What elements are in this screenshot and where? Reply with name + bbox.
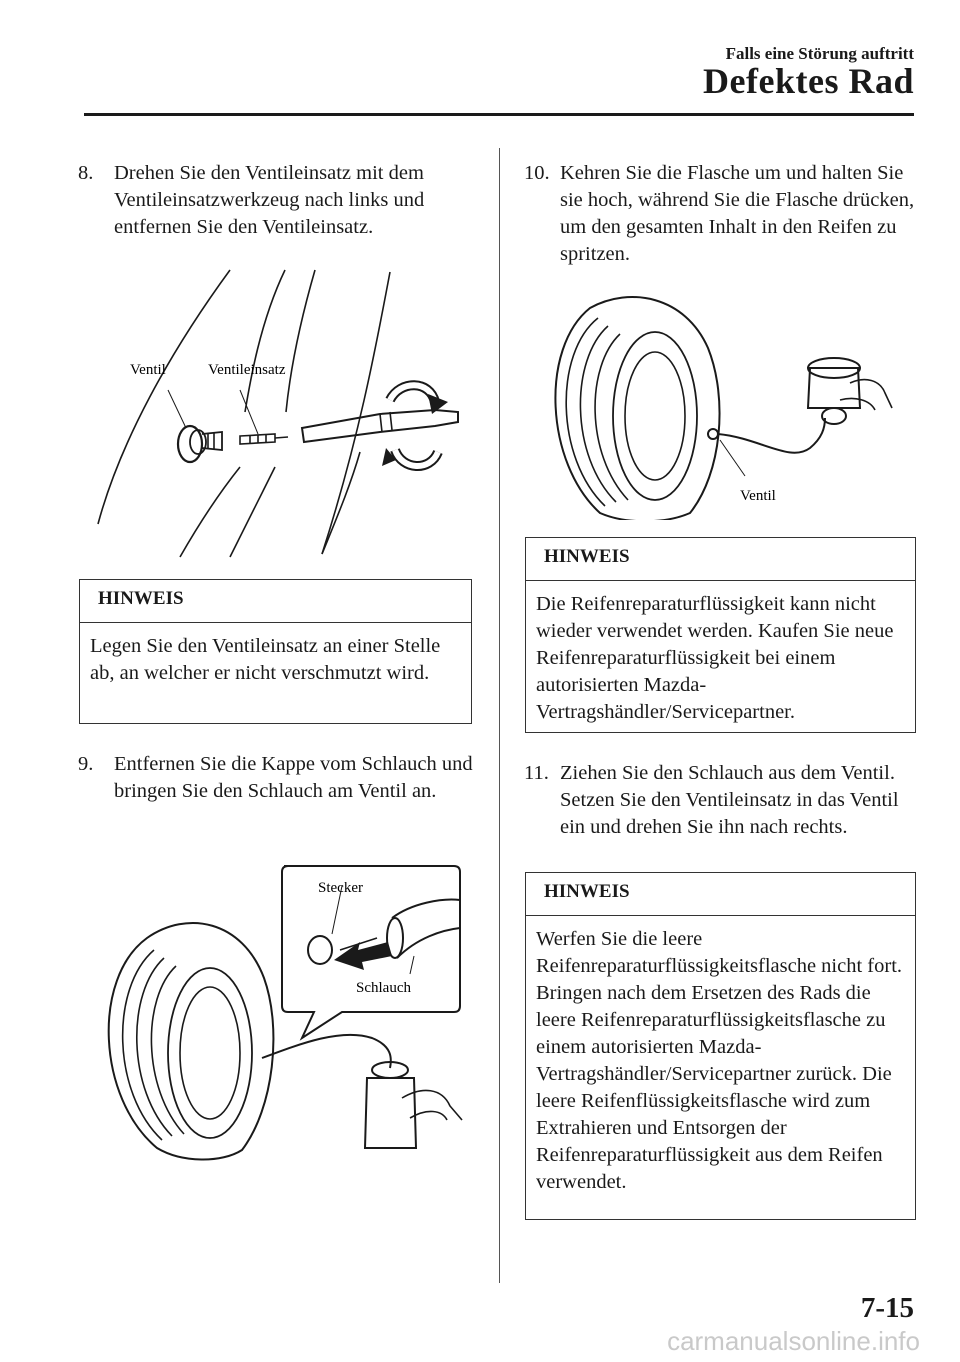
step-number: 8. bbox=[78, 162, 94, 184]
note-text: Werfen Sie die leere Reifenreparaturflüs… bbox=[536, 928, 903, 1193]
note-heading: HINWEIS bbox=[526, 538, 915, 581]
note-text: Die Reifenreparaturflüssigkeit kann nich… bbox=[536, 593, 894, 723]
label-valve-core: Ventileinsatz bbox=[208, 362, 286, 378]
valve bbox=[707, 428, 719, 440]
label-valve: Ventil bbox=[130, 362, 166, 378]
step-number: 11. bbox=[524, 762, 549, 784]
tire bbox=[554, 296, 721, 520]
tire-curve bbox=[321, 271, 391, 555]
valve-stem bbox=[176, 424, 204, 464]
hand bbox=[401, 1089, 463, 1121]
header-rule bbox=[84, 113, 914, 116]
hose bbox=[261, 1033, 392, 1069]
tire bbox=[107, 922, 275, 1161]
tire-curve bbox=[285, 269, 316, 413]
watermark: carmanualsonline.info bbox=[667, 1326, 920, 1356]
wheel-rim bbox=[167, 967, 253, 1139]
tire-curve bbox=[244, 269, 286, 413]
hose bbox=[391, 898, 461, 959]
step-text: Entfernen Sie die Kappe vom Schlauch und… bbox=[114, 753, 473, 802]
note-box: HINWEIS Werfen Sie die leere Reifenrepar… bbox=[525, 872, 916, 1220]
note-heading: HINWEIS bbox=[526, 873, 915, 916]
inject-sealant-figure: Ventil bbox=[554, 296, 893, 520]
note-box: HINWEIS Die Reifenreparaturflüssigkeit k… bbox=[525, 537, 916, 733]
label-hose: Schlauch bbox=[356, 980, 411, 996]
step-number: 9. bbox=[78, 753, 94, 775]
valve-core bbox=[239, 433, 276, 445]
valve-core-removal-figure: Ventil Ventileinsatz bbox=[97, 269, 459, 558]
page-title: Defektes Rad bbox=[703, 61, 914, 101]
step-text: Kehren Sie die Flasche um und halten Sie… bbox=[560, 162, 915, 265]
sealant-bottle bbox=[806, 367, 862, 409]
hose-attachment-figure: Stecker Schlauch bbox=[107, 865, 463, 1161]
step-8: 8. Drehen Sie den Ventileinsatz mit dem … bbox=[78, 160, 473, 241]
label-valve: Ventil bbox=[740, 488, 776, 504]
step-text: Drehen Sie den Ventileinsatz mit dem Ven… bbox=[114, 162, 425, 238]
note-heading: HINWEIS bbox=[80, 580, 471, 623]
arrow-icon bbox=[334, 942, 392, 970]
label-plug: Stecker bbox=[318, 880, 363, 896]
wheel-rim bbox=[612, 331, 698, 501]
section-title: Falls eine Störung auftritt bbox=[725, 44, 914, 63]
step-text: Ziehen Sie den Schlauch aus dem Ventil. … bbox=[560, 762, 899, 838]
note-box: HINWEIS Legen Sie den Ventileinsatz an e… bbox=[79, 579, 472, 724]
column-divider bbox=[499, 148, 500, 1283]
hose bbox=[717, 417, 826, 454]
hand bbox=[839, 378, 893, 411]
sealant-bottle bbox=[363, 1077, 418, 1149]
tire-curve bbox=[97, 269, 231, 525]
valve-core-tool bbox=[300, 408, 459, 444]
step-9: 9. Entfernen Sie die Kappe vom Schlauch … bbox=[78, 751, 473, 805]
tire-curve bbox=[321, 451, 361, 555]
step-10: 10. Kehren Sie die Flasche um und halten… bbox=[524, 160, 919, 268]
step-number: 10. bbox=[524, 162, 550, 184]
tire-curve bbox=[179, 466, 241, 558]
page-number: 7-15 bbox=[860, 1292, 914, 1324]
callout-bubble bbox=[281, 865, 461, 1041]
step-11: 11. Ziehen Sie den Schlauch aus dem Vent… bbox=[524, 760, 919, 841]
plug bbox=[307, 935, 333, 965]
tire-curve bbox=[229, 466, 276, 558]
note-text: Legen Sie den Ventileinsatz an einer Ste… bbox=[90, 635, 441, 684]
